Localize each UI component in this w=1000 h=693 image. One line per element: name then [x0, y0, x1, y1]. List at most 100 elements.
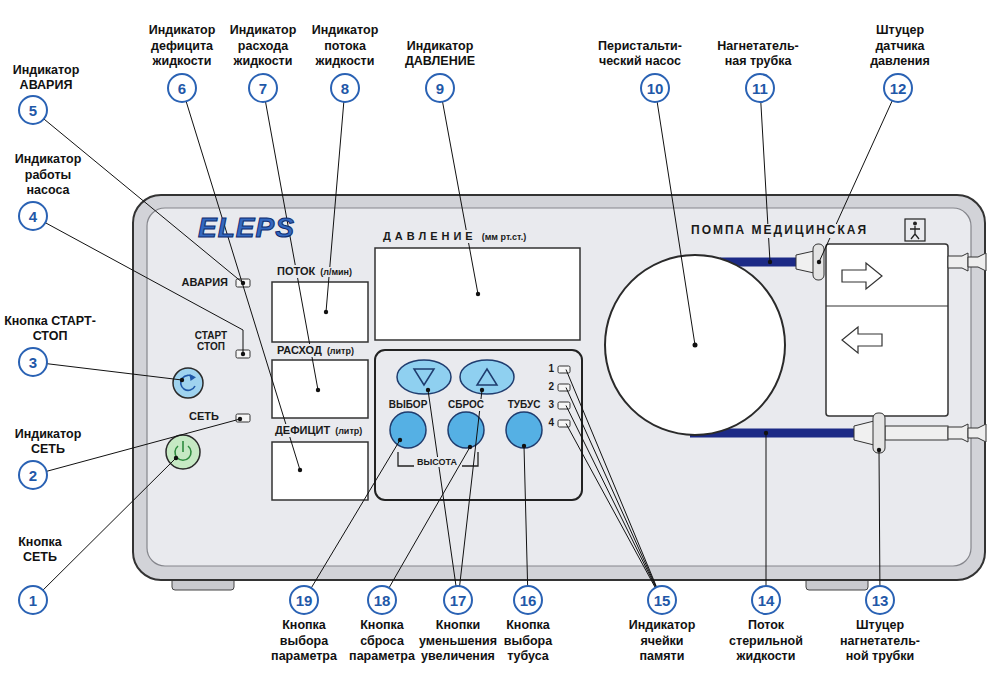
memory-cell-number: 2 [547, 381, 555, 393]
callout-circle: 5 [18, 95, 48, 125]
callout-label: Нагнетатель- ная трубка [708, 39, 808, 70]
barb-connector [948, 253, 968, 271]
callout-label: Индикатор дефицита жидкости [138, 23, 226, 70]
pump-housing [133, 195, 985, 580]
up-arrow [477, 369, 497, 385]
callout-number: 3 [29, 355, 37, 370]
volume-display [272, 360, 368, 418]
leader-dot [241, 281, 245, 285]
leader-dot [298, 468, 302, 472]
rotate-icon-head [190, 374, 197, 381]
select-button [390, 412, 426, 448]
callout-circle: 15 [647, 585, 677, 615]
leader-line [766, 433, 767, 600]
leader-dot [480, 388, 484, 392]
callout-number: 12 [890, 81, 907, 96]
callout-circle: 17 [443, 585, 473, 615]
down-button [397, 360, 451, 394]
callout-number: 10 [647, 81, 664, 96]
button-label: СБРОС [447, 399, 485, 411]
callout-label: Индикатор ячейки памяти [617, 618, 707, 665]
callout-label: Поток стерильной жидкости [721, 618, 811, 665]
led-indicator [236, 414, 250, 422]
callout-circle: 8 [330, 73, 360, 103]
display-label: ПОТОК [276, 265, 316, 278]
tube-cassette [826, 244, 948, 416]
callout-circle: 10 [640, 73, 670, 103]
leader-dot [398, 438, 402, 442]
leader-line [304, 440, 400, 600]
cassette-divider [826, 305, 948, 306]
panel-label: СЕТЬ [188, 410, 220, 423]
leader-line [566, 370, 662, 601]
leader-line [33, 458, 176, 600]
callout-circle: 12 [883, 73, 913, 103]
height-bracket [398, 452, 414, 466]
brand-logo: ELEPS [198, 213, 295, 244]
callout-circle: 4 [18, 201, 48, 231]
leader-dot [768, 260, 772, 264]
callout-number: 6 [178, 81, 186, 96]
callout-label: Кнопка сброса параметра [340, 618, 424, 665]
callout-circle: 3 [18, 347, 48, 377]
callout-circle: 18 [367, 585, 397, 615]
panel-label: АВАРИЯ [181, 276, 229, 289]
callout-number: 16 [520, 593, 537, 608]
callout-label: Индикатор работы насоса [6, 152, 90, 199]
display-label: ДЕФИЦИТ [274, 424, 331, 437]
callout-number: 14 [758, 593, 775, 608]
callout-label: Индикатор АВАРИЯ [1, 63, 91, 94]
callout-circle: 9 [425, 73, 455, 103]
outlet-body [885, 426, 948, 440]
callout-label: Кнопка выбора параметра [262, 618, 346, 665]
memory-cell-number: 1 [547, 363, 555, 375]
front-panel [147, 208, 971, 566]
leader-dots [174, 260, 881, 472]
leader-dot [426, 388, 430, 392]
leader-lines [33, 88, 898, 600]
leader-line [566, 424, 662, 601]
power-icon [182, 441, 184, 452]
callout-label: Индикатор ДАВЛЕНИЕ [394, 39, 486, 70]
callout-number: 8 [341, 81, 349, 96]
memory-led [558, 366, 570, 373]
callout-label: Кнопка выбора тубуса [486, 618, 570, 665]
callout-number: 11 [752, 81, 768, 96]
down-arrow [414, 369, 434, 385]
callout-number: 2 [29, 468, 37, 483]
leader-dot [241, 352, 245, 356]
memory-led [558, 420, 570, 427]
callout-circle: 2 [18, 460, 48, 490]
display-label: РАСХОД [276, 344, 323, 357]
leader-line [326, 88, 345, 312]
flow-display [272, 282, 368, 342]
callout-label: Индикатор потока жидкости [301, 23, 389, 70]
leader-line [428, 390, 458, 600]
height-bracket [462, 452, 478, 466]
callout-circle: 19 [289, 585, 319, 615]
leader-dot [180, 378, 184, 382]
button-label: ВЫБОР [388, 399, 429, 411]
applied-part-symbol [913, 222, 917, 226]
leader-dot [817, 260, 821, 264]
fitting-nozzle [796, 251, 814, 273]
memory-led [558, 384, 570, 391]
panel-label: СТАРТ СТОП [188, 330, 234, 352]
callout-label: Кнопка СТАРТ-СТОП [2, 314, 98, 345]
callout-number: 7 [259, 81, 267, 96]
leader-dot [764, 431, 768, 435]
tube-button [506, 412, 542, 448]
callout-label: Штуцер датчика давления [858, 23, 942, 70]
tube-fitting [873, 413, 885, 453]
callout-label: Перистальти- ческий насос [590, 39, 690, 70]
up-button [460, 360, 514, 394]
leader-line [655, 88, 695, 345]
callout-circle: 11 [745, 73, 775, 103]
pressure-display [375, 248, 580, 340]
fitting-nozzle [854, 421, 874, 445]
barb-connector [948, 424, 968, 442]
leader-line [458, 390, 482, 600]
applied-part-symbol [910, 226, 920, 239]
callout-circle: 16 [513, 585, 543, 615]
memory-led [558, 402, 570, 409]
